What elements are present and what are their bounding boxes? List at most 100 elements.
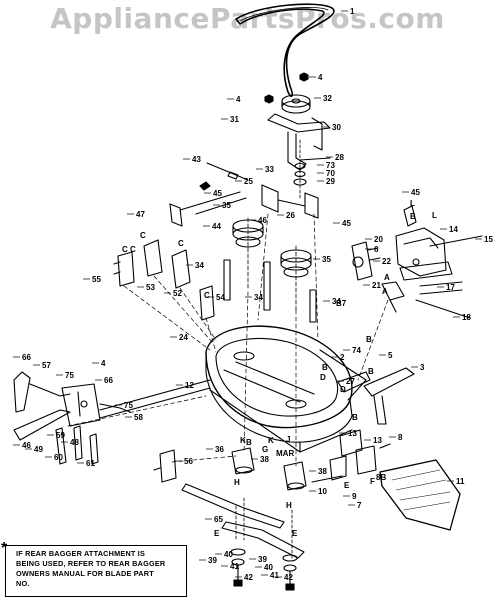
rear-bagger-note: IF REAR BAGGER ATTACHMENT IS BEING USED,… (5, 545, 187, 597)
callout-22: 22 (382, 257, 391, 266)
pivot-bracket (381, 281, 405, 313)
callout-31: 31 (230, 115, 239, 124)
assembly-lines (67, 213, 389, 467)
callout-c: C (204, 291, 210, 300)
callout-9: 9 (352, 492, 357, 501)
callout-6: 6 (374, 245, 379, 254)
callout-56: 56 (184, 457, 193, 466)
callout-25: 25 (244, 177, 253, 186)
lift-assembly (395, 205, 483, 319)
callout-75: 75 (65, 371, 74, 380)
spindle-pulley-left (232, 217, 264, 291)
spindle-bracket (261, 184, 319, 219)
callout-5: 5 (388, 351, 393, 360)
hanger-brackets (113, 239, 215, 321)
callout-73: 73 (326, 161, 335, 170)
callout-65: 65 (214, 515, 223, 524)
note-asterisk: * (1, 540, 8, 557)
callout-e: E (214, 529, 220, 538)
callout-54: 54 (216, 293, 225, 302)
callout-4: 4 (318, 73, 323, 82)
callout-74: 74 (352, 346, 361, 355)
callout-43: 43 (192, 155, 201, 164)
callout-33: 33 (265, 165, 274, 174)
callout-59: 59 (56, 431, 65, 440)
callout-47: 47 (136, 210, 145, 219)
callout-4: 4 (101, 359, 106, 368)
callout-a: A (382, 287, 388, 296)
callout-k: K (268, 436, 274, 445)
front-bracket (337, 367, 415, 425)
callout-28: 28 (335, 153, 344, 162)
callout-35: 35 (222, 201, 231, 210)
callout-l: L (410, 199, 415, 208)
blade-bolts (230, 548, 298, 591)
link-rods (55, 425, 99, 465)
drive-belt (235, 3, 335, 98)
callout-66: 66 (104, 376, 113, 385)
callout-45: 45 (213, 189, 222, 198)
callout-46: 46 (22, 441, 31, 450)
callout-c: C (140, 231, 146, 240)
callout-e: E (292, 529, 298, 538)
callout-b: B (352, 413, 358, 422)
callout-14: 14 (449, 225, 458, 234)
note-line: NO. (16, 579, 30, 588)
callout-12: 12 (185, 381, 194, 390)
spindle-shafts (223, 259, 317, 323)
callout-40: 40 (264, 563, 273, 572)
callout-8b: 8B (376, 473, 386, 482)
spacer-stack (293, 139, 307, 201)
callout-8: 8 (398, 433, 403, 442)
callout-39: 39 (208, 556, 217, 565)
callout-39: 39 (258, 555, 267, 564)
callout-mar: MAR (276, 449, 294, 458)
idler-bracket (267, 113, 331, 171)
blade-adaptors (231, 447, 307, 491)
callout-3: 3 (420, 363, 425, 372)
callout-60: 60 (54, 453, 63, 462)
callout-45: 45 (342, 219, 351, 228)
callout-52: 52 (173, 289, 182, 298)
callout-15: 15 (484, 235, 493, 244)
callout-j: J (286, 435, 290, 444)
callout-4: 4 (236, 95, 241, 104)
note-line: IF REAR BAGGER ATTACHMENT IS (16, 549, 146, 558)
callout-17: 17 (446, 283, 455, 292)
adjust-plate (351, 241, 381, 281)
callout-27: 27 (346, 377, 355, 386)
callout-30: 30 (332, 123, 341, 132)
callout-b: B (246, 438, 252, 447)
callout-75: 75 (124, 401, 133, 410)
callout-49: 49 (34, 445, 43, 454)
callout-41: 41 (230, 562, 239, 571)
callout-e: E (344, 481, 350, 490)
callout-61: 61 (86, 459, 95, 468)
callout-b7: B7 (336, 299, 347, 308)
callout-b: B (410, 212, 416, 221)
callout-53: 53 (146, 283, 155, 292)
callout-2: 2 (340, 353, 345, 362)
callout-d: D (320, 373, 326, 382)
callout-13: 13 (348, 429, 357, 438)
callout-48: 48 (70, 438, 79, 447)
callout-38: 38 (318, 467, 327, 476)
idler-pulley (281, 94, 311, 114)
discharge-deflector (379, 459, 461, 531)
callout-11: 11 (456, 477, 465, 486)
callout-k: K (240, 436, 246, 445)
callout-b: B (322, 363, 328, 372)
callout-1: 1 (350, 7, 355, 16)
callout-c: C (178, 239, 184, 248)
callout-34: 34 (195, 261, 204, 270)
callout-41: 41 (270, 571, 279, 580)
callout-70: 70 (326, 169, 335, 178)
callout-h: H (234, 478, 240, 487)
callout-26: 26 (286, 211, 295, 220)
callout-d: D (340, 385, 346, 394)
callout-7: 7 (357, 501, 362, 510)
mower-deck (205, 325, 367, 453)
callout-36: 36 (215, 445, 224, 454)
callout-58: 58 (134, 413, 143, 422)
